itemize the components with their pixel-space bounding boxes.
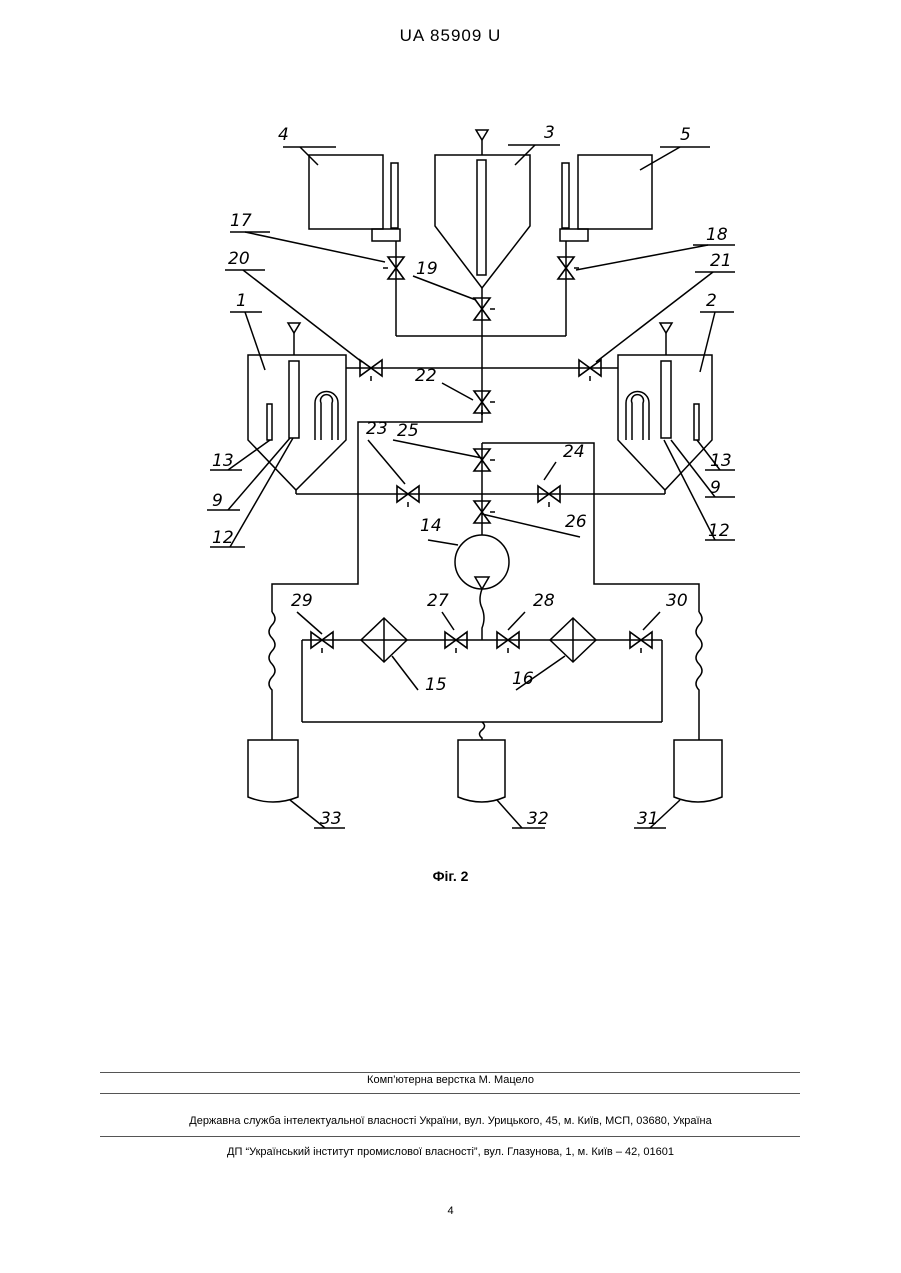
label-33: 33 xyxy=(320,809,342,829)
footer-rule-3 xyxy=(100,1136,800,1137)
vent-2 xyxy=(660,323,672,333)
valve-27 xyxy=(445,632,467,653)
label-12-right: 12 xyxy=(708,521,730,541)
level-gauge-1 xyxy=(289,361,299,438)
agency-address: Державна служба інтелектуальної власност… xyxy=(0,1115,901,1127)
sensor-1 xyxy=(267,404,272,440)
label-28: 28 xyxy=(533,591,555,611)
label-21: 21 xyxy=(710,251,732,271)
dosing-block-5 xyxy=(560,229,588,241)
heater-coil-2 xyxy=(626,392,649,441)
label-15: 15 xyxy=(425,675,447,695)
valve-19 xyxy=(474,298,495,320)
footer-rule-2 xyxy=(100,1093,800,1094)
receiver-32 xyxy=(458,740,505,802)
tank-3 xyxy=(435,155,530,288)
receiver-31 xyxy=(674,740,722,802)
valve-23 xyxy=(397,486,419,507)
valve-25 xyxy=(474,449,495,471)
tank-4 xyxy=(309,155,383,229)
label-27: 27 xyxy=(427,591,449,611)
label-14: 14 xyxy=(420,516,442,536)
label-30: 30 xyxy=(666,591,688,611)
valve-28 xyxy=(497,632,519,653)
label-19: 19 xyxy=(416,259,438,279)
label-18: 18 xyxy=(706,225,728,245)
label-5: 5 xyxy=(680,125,691,145)
level-gauge-3 xyxy=(477,160,486,275)
label-29: 29 xyxy=(291,591,313,611)
valve-21 xyxy=(579,360,601,381)
institute-address: ДП “Український інститут промислової вла… xyxy=(0,1146,901,1158)
label-26: 26 xyxy=(565,512,587,532)
label-25: 25 xyxy=(397,421,419,441)
tank-5 xyxy=(578,155,652,229)
typesetting-credit: Комп’ютерна верстка М. Мацело xyxy=(0,1074,901,1086)
label-4: 4 xyxy=(278,125,289,145)
receiver-33 xyxy=(248,740,298,802)
valve-30 xyxy=(630,632,652,653)
label-24: 24 xyxy=(563,442,585,462)
valve-20 xyxy=(360,360,382,381)
label-17: 17 xyxy=(230,211,252,231)
label-20: 20 xyxy=(228,249,250,269)
dosing-block-4 xyxy=(372,229,400,241)
vent-3 xyxy=(476,130,488,140)
sensor-2 xyxy=(694,404,699,440)
label-12-left: 12 xyxy=(212,528,234,548)
figure-caption: Фіг. 2 xyxy=(0,868,901,884)
valve-18 xyxy=(558,257,579,279)
pump-14 xyxy=(455,535,509,589)
valve-26 xyxy=(474,501,495,523)
valve-22 xyxy=(474,391,495,413)
label-23: 23 xyxy=(366,419,388,439)
label-9-left: 9 xyxy=(212,491,223,511)
label-22: 22 xyxy=(415,366,437,386)
label-13-left: 13 xyxy=(212,451,234,471)
label-2: 2 xyxy=(706,291,717,311)
page-number: 4 xyxy=(0,1205,901,1217)
label-16: 16 xyxy=(512,669,534,689)
level-gauge-2 xyxy=(661,361,671,438)
vent-1 xyxy=(288,323,300,333)
valve-17 xyxy=(383,257,404,279)
label-1: 1 xyxy=(236,291,247,311)
footer-rule-top xyxy=(100,1072,800,1073)
label-3: 3 xyxy=(544,123,555,143)
label-9-right: 9 xyxy=(710,478,721,498)
label-31: 31 xyxy=(637,809,659,829)
level-gauge-4 xyxy=(391,163,398,228)
label-32: 32 xyxy=(527,809,549,829)
heater-coil-1 xyxy=(315,392,338,441)
valve-29 xyxy=(311,632,333,653)
level-gauge-5 xyxy=(562,163,569,228)
label-13-right: 13 xyxy=(710,451,732,471)
valve-24 xyxy=(538,486,560,507)
